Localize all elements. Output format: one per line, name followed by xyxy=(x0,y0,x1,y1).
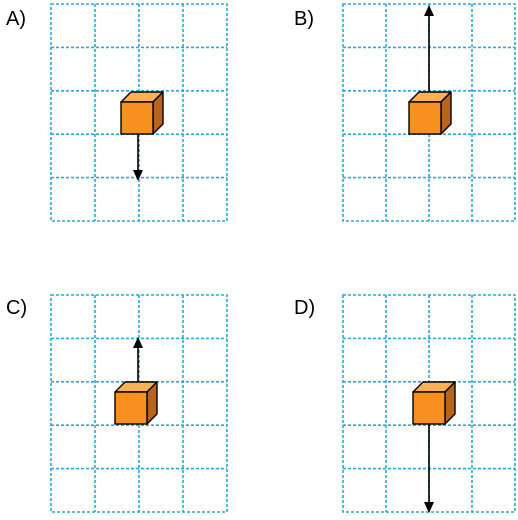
option-d-diagram xyxy=(342,294,516,513)
direction-arrow xyxy=(424,424,434,513)
option-c-panel[interactable]: C) xyxy=(0,290,230,520)
direction-arrow xyxy=(424,5,434,102)
option-b-label: B) xyxy=(294,8,314,30)
option-a-label: A) xyxy=(6,8,26,30)
option-a-diagram xyxy=(50,3,228,222)
cube xyxy=(412,381,456,425)
direction-arrow xyxy=(133,134,143,181)
option-b-diagram xyxy=(342,3,516,222)
cube xyxy=(114,381,158,425)
option-d-label: D) xyxy=(294,297,316,319)
grid xyxy=(50,294,228,513)
option-c-label: C) xyxy=(6,297,28,319)
cube xyxy=(120,91,164,135)
option-b-panel[interactable]: B) xyxy=(288,0,518,230)
option-c-diagram xyxy=(50,294,228,513)
cube xyxy=(408,91,452,135)
option-d-panel[interactable]: D) xyxy=(288,290,518,520)
option-a-panel[interactable]: A) xyxy=(0,0,230,230)
